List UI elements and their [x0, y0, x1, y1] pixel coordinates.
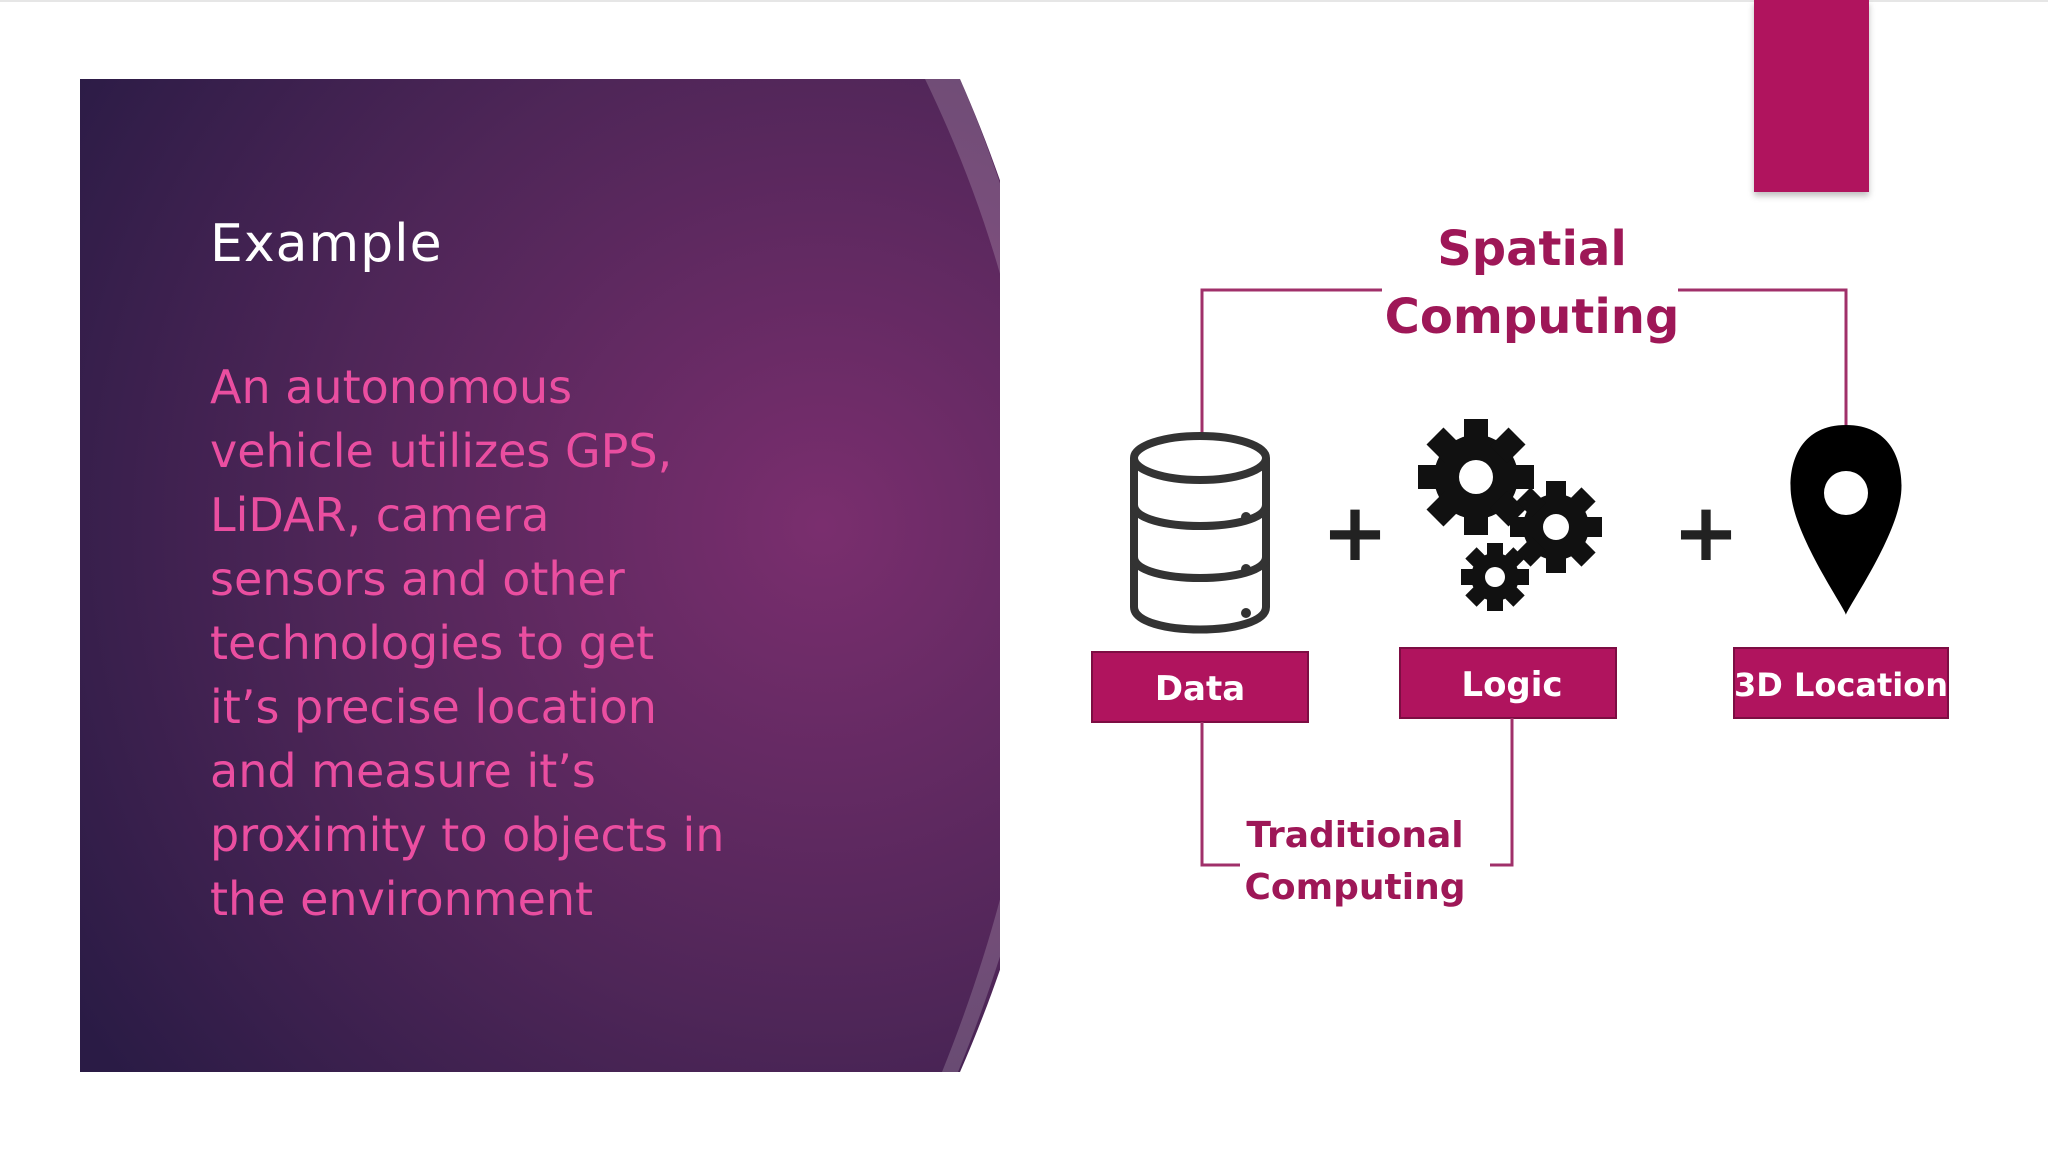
accent-tab [1754, 0, 1869, 192]
location-box: 3D Location [1733, 647, 1949, 719]
spatial-label-line2: Computing [1385, 289, 1680, 345]
data-box-label: Data [1155, 669, 1245, 709]
traditional-label-line2: Computing [1244, 867, 1465, 908]
spatial-label-line1: Spatial [1437, 221, 1627, 277]
map-pin-icon [1790, 425, 1902, 615]
slide-body-text: An autonomous vehicle utilizes GPS, LiDA… [210, 360, 725, 926]
plus-sign-2: + [1672, 486, 1739, 579]
gears-icon [1418, 419, 1602, 611]
bottom-bracket-left [1200, 722, 1240, 867]
traditional-label-line1: Traditional [1246, 815, 1463, 856]
logic-box-label: Logic [1461, 665, 1562, 705]
plus-sign-1: + [1321, 486, 1388, 579]
panel-background [80, 79, 1000, 1072]
top-bracket-right [1678, 288, 1848, 425]
top-bracket-left [1200, 288, 1382, 435]
logic-box: Logic [1399, 647, 1617, 719]
bottom-bracket-right [1490, 718, 1514, 867]
left-panel [80, 79, 1000, 1072]
top-rule [0, 0, 2048, 2]
data-box: Data [1091, 651, 1309, 723]
slide-heading: Example [210, 214, 443, 274]
database-icon [1130, 432, 1270, 634]
diagram-canvas: Spatial Computing + + [1091, 221, 1949, 908]
spatial-computing-diagram: Spatial Computing + + [1080, 215, 1980, 919]
location-box-label: 3D Location [1734, 666, 1948, 704]
